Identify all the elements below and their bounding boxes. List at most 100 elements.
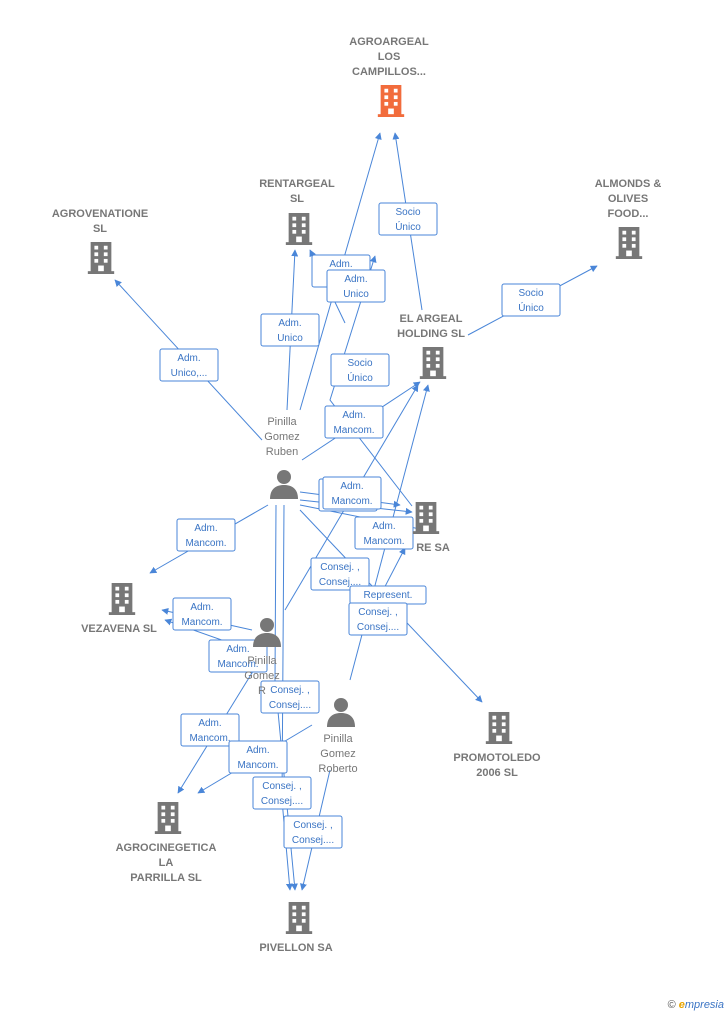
edge-label-e16[interactable]: Adm.Mancom. xyxy=(172,597,232,631)
edge-label-e21[interactable]: Consej. ,Consej.... xyxy=(252,776,312,810)
node-resa[interactable]: RE SA xyxy=(412,502,450,554)
edge-label-box xyxy=(159,348,219,382)
edge-label-e8[interactable]: Adm.Mancom. xyxy=(324,405,384,439)
edge-label-e17[interactable]: Adm.Mancom. xyxy=(208,639,268,673)
node-label-line: Gomez xyxy=(244,670,279,682)
building-icon xyxy=(87,242,115,274)
edge-label-box xyxy=(348,602,408,636)
person-icon xyxy=(253,618,281,647)
node-vezavena[interactable]: VEZAVENA SL xyxy=(81,583,157,635)
node-label-line: AGROARGEAL xyxy=(349,36,429,48)
edge-label-text: Consej.... xyxy=(319,577,361,588)
edge-label-text: Adm. xyxy=(340,481,363,492)
building-icon xyxy=(285,902,313,934)
edge-label-text: Adm. xyxy=(329,259,352,270)
brand-logo-e: e xyxy=(678,999,685,1011)
edge-label-text: Adm. xyxy=(278,318,301,329)
edge-label-e18[interactable]: Consej. ,Consej.... xyxy=(260,680,320,714)
building-icon xyxy=(285,213,313,245)
edge-label-text: Adm. xyxy=(226,644,249,655)
edge-label-box xyxy=(260,680,320,714)
node-label-line: CAMPILLOS... xyxy=(352,66,426,78)
edge-label-box xyxy=(180,713,240,747)
edge-label-box xyxy=(501,283,561,317)
edge-label-box xyxy=(283,815,343,849)
node-almonds[interactable]: ALMONDS &OLIVESFOOD... xyxy=(595,178,662,259)
edge-label-text: Consej.... xyxy=(269,700,311,711)
building-icon xyxy=(377,85,405,117)
node-label-line: Pinilla xyxy=(267,416,297,428)
node-label-line: PROMOTOLEDO xyxy=(453,752,541,764)
edge-label-e6[interactable]: Adm. Unico,... xyxy=(159,348,219,382)
edge-label-e15[interactable]: Adm.Mancom. xyxy=(176,518,236,552)
edge-label-text: Único xyxy=(518,301,544,314)
person-icon xyxy=(327,698,355,727)
empresia-brand: © empresia xyxy=(668,999,724,1011)
edge-label-e13[interactable]: Represent. xyxy=(349,585,427,605)
edge-label-text: Consej. , xyxy=(293,820,332,831)
edge-label-text: Adm. xyxy=(177,353,200,364)
edge-labels-layer: SocioÚnicoAdm.UnicoAdm.UnicoAdm.UnicoSoc… xyxy=(159,202,561,849)
building-icon xyxy=(412,502,440,534)
edge-label-box xyxy=(260,313,320,347)
edge-label-e4[interactable]: Adm.Unico xyxy=(260,313,320,347)
node-agroargeal[interactable]: AGROARGEALLOSCAMPILLOS... xyxy=(349,36,429,117)
edge-label-text: Mancom. xyxy=(237,760,278,771)
edge-label-e19[interactable]: Adm.Mancom. xyxy=(180,713,240,747)
edge-label-box xyxy=(326,269,386,303)
edge-label-e14[interactable]: Consej. ,Consej.... xyxy=(348,602,408,636)
edge-label-box xyxy=(330,353,390,387)
edge-label-text: Adm. xyxy=(344,274,367,285)
edge-label-box xyxy=(322,476,382,510)
edge-label-e20[interactable]: Adm.Mancom. xyxy=(228,740,288,774)
node-label-line: ALMONDS & xyxy=(595,178,662,190)
edge-label-text: Mancom. xyxy=(189,733,230,744)
edge-label-text: Mancom. xyxy=(363,536,404,547)
copyright-symbol: © xyxy=(667,999,676,1011)
edge-label-e10[interactable]: Adm. Mancom. xyxy=(322,476,382,510)
edge-label-text: Represent. xyxy=(364,590,413,601)
edge-label-text: Socio xyxy=(347,358,372,369)
edge-label-e11[interactable]: Adm. Mancom. xyxy=(354,516,414,550)
edge-label-text: Consej.... xyxy=(357,622,399,633)
edge-label-text: Único xyxy=(395,220,421,233)
edge-label-text: Adm. xyxy=(372,521,395,532)
building-icon xyxy=(615,227,643,259)
node-label-line: Roberto xyxy=(318,763,357,775)
edge-label-e3[interactable]: Adm.Unico xyxy=(326,269,386,303)
node-label-line: Pinilla xyxy=(247,655,277,667)
node-pivellon[interactable]: PIVELLON SA xyxy=(259,902,333,954)
edge-label-e12[interactable]: Consej. ,Consej.... xyxy=(310,557,370,591)
edge-label-box xyxy=(208,639,268,673)
edge-label-box xyxy=(172,597,232,631)
building-icon xyxy=(485,712,513,744)
edge-label-e22[interactable]: Consej. ,Consej.... xyxy=(283,815,343,849)
edge-label-text: Unico,... xyxy=(171,368,208,379)
node-label-line: HOLDING SL xyxy=(397,328,465,340)
edge-label-text: Mancom. xyxy=(331,496,372,507)
edge-label-text: Adm. xyxy=(342,410,365,421)
building-icon xyxy=(108,583,136,615)
building-icon xyxy=(154,802,182,834)
node-label-line: SL xyxy=(93,223,107,235)
node-label-line: RENTARGEAL xyxy=(259,178,335,190)
node-rentargeal[interactable]: RENTARGEAL SL xyxy=(259,178,335,245)
edge-label-box xyxy=(252,776,312,810)
node-label-line: SL xyxy=(290,193,304,205)
edge-label-text: Adm. xyxy=(190,602,213,613)
edge-label-box xyxy=(310,557,370,591)
building-icon xyxy=(419,347,447,379)
edge-label-text: Socio xyxy=(518,288,543,299)
edge-label-text: Socio xyxy=(395,207,420,218)
